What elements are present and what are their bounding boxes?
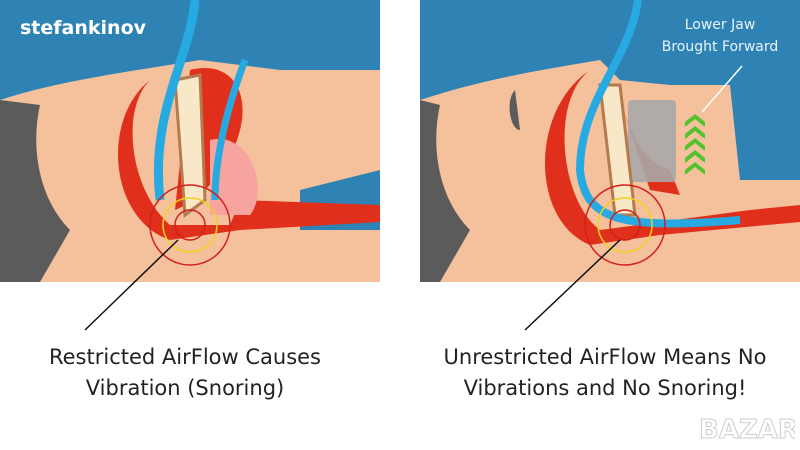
left-caption-line2: Vibration (Snoring) (85, 376, 285, 400)
svg-text:BAZAR: BAZAR (699, 415, 795, 445)
right-caption-line1: Unrestricted AirFlow Means No (443, 345, 767, 369)
restricted-airflow-illustration (0, 0, 380, 282)
right-caption-line2: Vibrations and No Snoring! (463, 376, 747, 400)
left-caption: Restricted AirFlow Causes Vibration (Sno… (20, 342, 350, 404)
left-caption-line1: Restricted AirFlow Causes (48, 345, 321, 369)
annotation-line2: Brought Forward (661, 39, 779, 55)
annotation-line1: Lower Jaw (684, 17, 756, 33)
brand-watermark: stefankinov (20, 17, 147, 39)
unrestricted-airflow-illustration (420, 0, 800, 282)
right-caption: Unrestricted AirFlow Means No Vibrations… (410, 342, 800, 404)
bazar-logo: BAZAR (699, 415, 796, 446)
lower-jaw-annotation: Lower Jaw Brought Forward (630, 14, 800, 58)
